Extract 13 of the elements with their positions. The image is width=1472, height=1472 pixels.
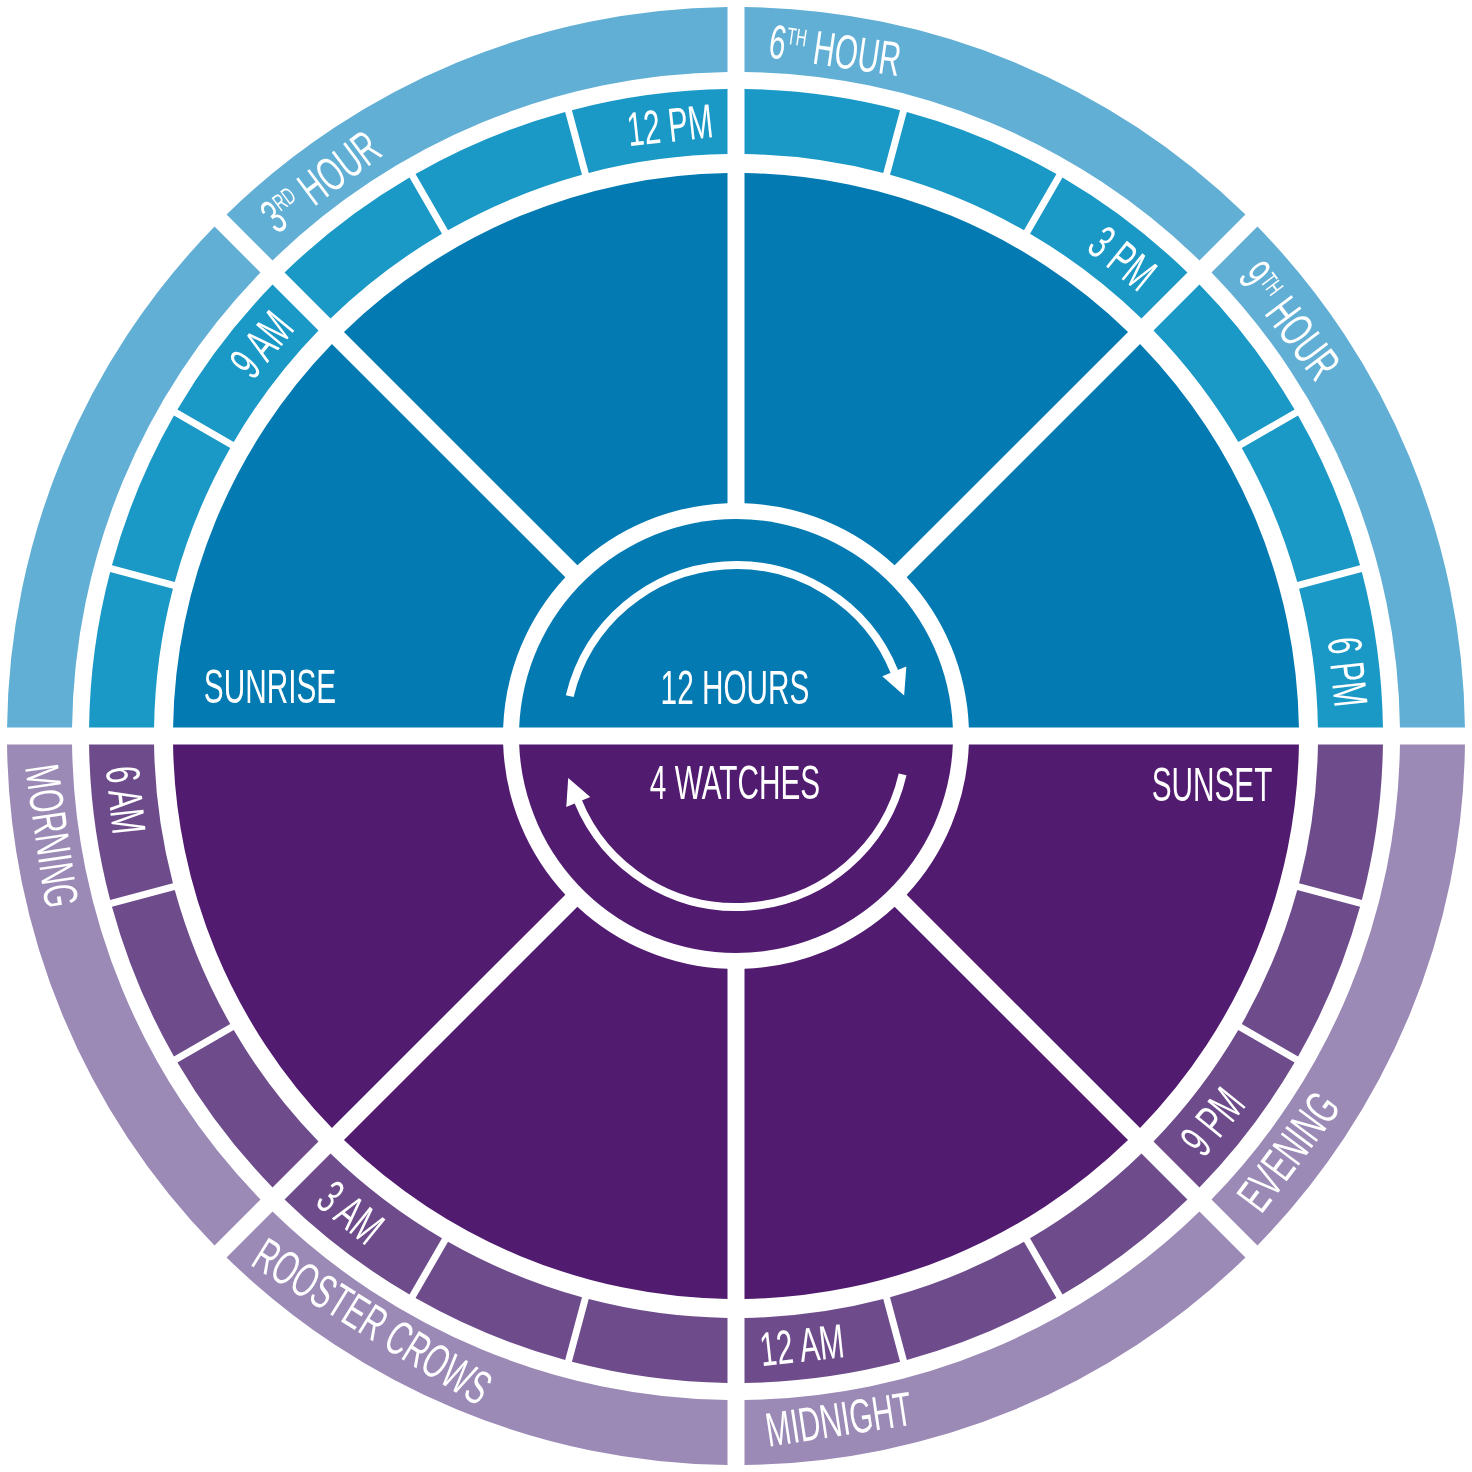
sector-label: SUNRISE bbox=[203, 667, 337, 707]
period-label: MORNING bbox=[21, 761, 81, 910]
period-label: MIDNIGHT bbox=[763, 1390, 916, 1451]
time-label: 12 PM bbox=[624, 101, 715, 150]
sector-label: SUNSET bbox=[1151, 765, 1273, 805]
time-label: 9 AM bbox=[225, 307, 299, 384]
time-label: 3 PM bbox=[1083, 222, 1162, 296]
center-label: 4 WATCHES bbox=[649, 763, 821, 803]
time-label: 6 AM bbox=[102, 764, 148, 836]
period-label: 6$^{TH}$ HOUR bbox=[766, 22, 903, 80]
time-label: 6 PM bbox=[1323, 635, 1370, 709]
center-label: 12 HOURS bbox=[660, 668, 810, 708]
time-label: 12 AM bbox=[758, 1322, 847, 1371]
